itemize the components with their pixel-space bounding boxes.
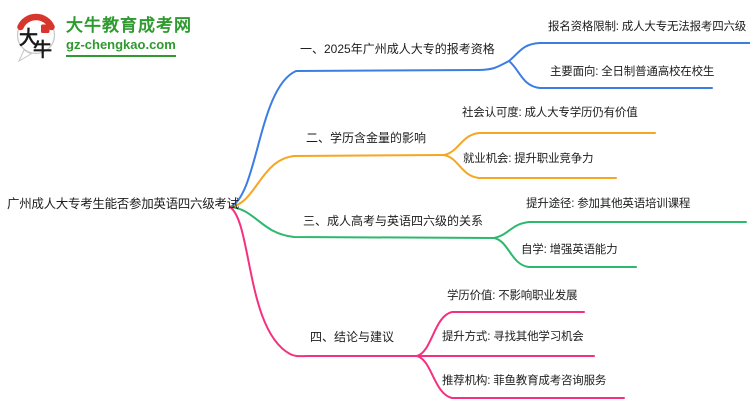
branch-1-leaf-1: 报名资格限制: 成人大专无法报考四六级 bbox=[548, 21, 747, 33]
branch-2-label: 二、学历含金量的影响 bbox=[306, 131, 427, 145]
red-seal bbox=[41, 24, 50, 33]
site-logo[interactable]: 大 牛 大牛教育成考网 gz-chengkao.com bbox=[12, 10, 192, 64]
root-topic: 广州成人大专考生能否参加英语四六级考试 bbox=[7, 197, 239, 211]
logo-text-block: 大牛教育成考网 gz-chengkao.com bbox=[66, 10, 192, 57]
branch-4-lines bbox=[229, 206, 625, 399]
branch-3-leaf-2: 自学: 增强英语能力 bbox=[521, 244, 618, 256]
branch-4-label: 四、结论与建议 bbox=[310, 330, 395, 344]
branch-4-leaf-1: 学历价值: 不影响职业发展 bbox=[447, 290, 578, 302]
branch-3-label: 三、成人高考与英语四六级的关系 bbox=[303, 214, 484, 228]
branch-3-leaf-1: 提升途径: 参加其他英语培训课程 bbox=[526, 198, 691, 210]
site-name: 大牛教育成考网 bbox=[66, 16, 192, 35]
branch-1-lines bbox=[229, 42, 750, 208]
red-hat-arc bbox=[17, 13, 55, 31]
logo-char-2: 牛 bbox=[33, 38, 52, 61]
branch-2-leaf-1: 社会认可度: 成人大专学历仍有价值 bbox=[462, 107, 638, 119]
branch-4-leaf-2: 提升方式: 寻找其他学习机会 bbox=[442, 331, 584, 343]
branch-1-leaf-2: 主要面向: 全日制普通高校在校生 bbox=[550, 66, 715, 78]
branch-1-label: 一、2025年广州成人大专的报考资格 bbox=[300, 42, 495, 56]
branch-2-leaf-2: 就业机会: 提升职业竞争力 bbox=[463, 153, 594, 165]
site-url: gz-chengkao.com bbox=[66, 37, 176, 57]
branch-4-leaf-3: 推荐机构: 菲鱼教育成考咨询服务 bbox=[442, 375, 607, 387]
branch-2-lines bbox=[229, 132, 656, 208]
logo-char-1: 大 bbox=[19, 26, 38, 49]
branch-3-lines bbox=[229, 206, 747, 268]
daniu-speech-bubble-icon: 大 牛 bbox=[16, 13, 56, 63]
